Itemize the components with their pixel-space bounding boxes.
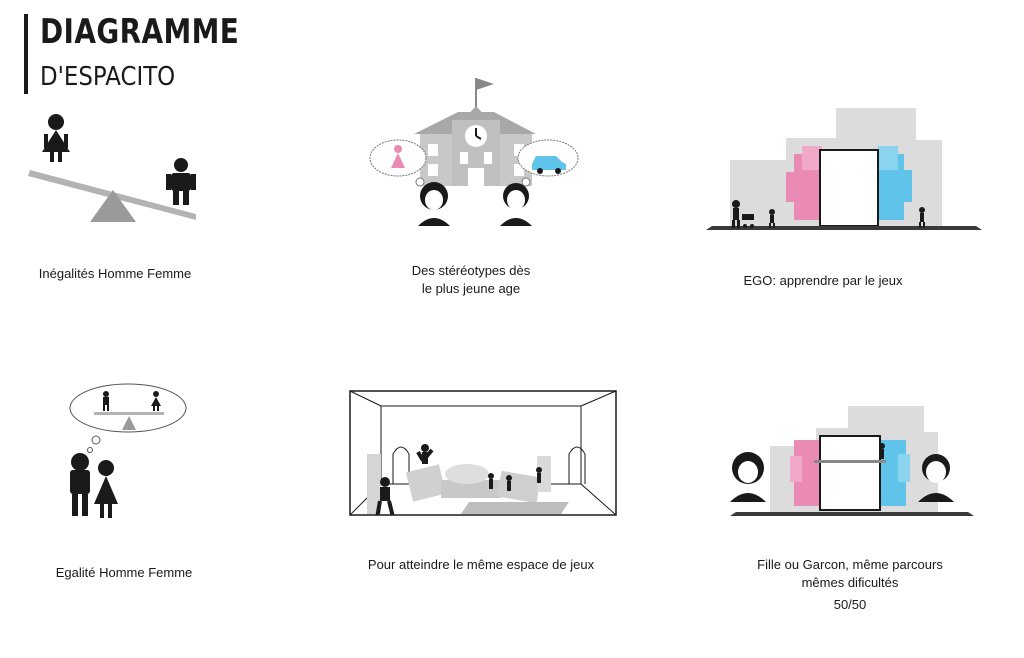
climbing-child-icon: [879, 443, 885, 459]
man-figure-icon: [166, 158, 196, 205]
title-accent-bar: [24, 14, 28, 94]
woman-figure-icon: [42, 114, 70, 162]
caption-equality: Egalité Homme Femme: [55, 565, 193, 580]
girl-child-icon: [94, 460, 118, 518]
toy-car-icon: [532, 156, 566, 174]
ego-play-structure-icon: [706, 108, 982, 230]
panel-equality: [64, 380, 194, 522]
balanced-seesaw-icon: [94, 391, 164, 430]
child-right-figure-icon: [919, 207, 925, 228]
caption-inequality: Inégalités Homme Femme: [38, 266, 192, 281]
parent-with-stroller-icon: [732, 200, 754, 228]
page-title: DIAGRAMME: [40, 12, 240, 52]
child-figure-icon: [769, 209, 775, 228]
school-stereotypes-icon: [369, 78, 579, 226]
panel-inequality: [28, 110, 208, 230]
panel-same-path: [728, 406, 976, 518]
caption-same-path: Fille ou Garcon, même parcours mêmes dif…: [757, 557, 943, 590]
boy-face-icon: [918, 454, 954, 502]
play-space-room-icon: [349, 390, 617, 516]
caption-stereotypes: Des stéréotypes dès le plus jeune age: [411, 263, 531, 296]
equality-children-icon: [69, 383, 187, 518]
caption-ego: EGO: apprendre par le jeux: [743, 273, 903, 288]
seesaw-inequality-icon: [28, 114, 196, 222]
caption-play-space: Pour atteindre le même espace de jeux: [367, 557, 595, 572]
thought-cloud-right-icon: [517, 139, 579, 195]
thought-cloud-left-icon: [369, 139, 429, 195]
panel-ego: [706, 108, 986, 232]
same-path-structure-icon: [730, 406, 974, 516]
boy-child-icon: [70, 453, 90, 516]
boy-face-icon: [500, 183, 532, 226]
girl-face-icon: [730, 452, 766, 502]
page-subtitle: D'ESPACITO: [40, 62, 176, 92]
panel-play-space: [349, 390, 617, 516]
running-child-icon: [375, 477, 395, 516]
girl-doll-icon: [391, 145, 405, 168]
ratio-label: 50/50: [833, 597, 867, 612]
girl-face-icon: [418, 182, 450, 226]
panel-stereotypes: [368, 76, 580, 226]
playing-children-icon: [488, 467, 542, 491]
jumping-child-icon: [416, 444, 434, 464]
